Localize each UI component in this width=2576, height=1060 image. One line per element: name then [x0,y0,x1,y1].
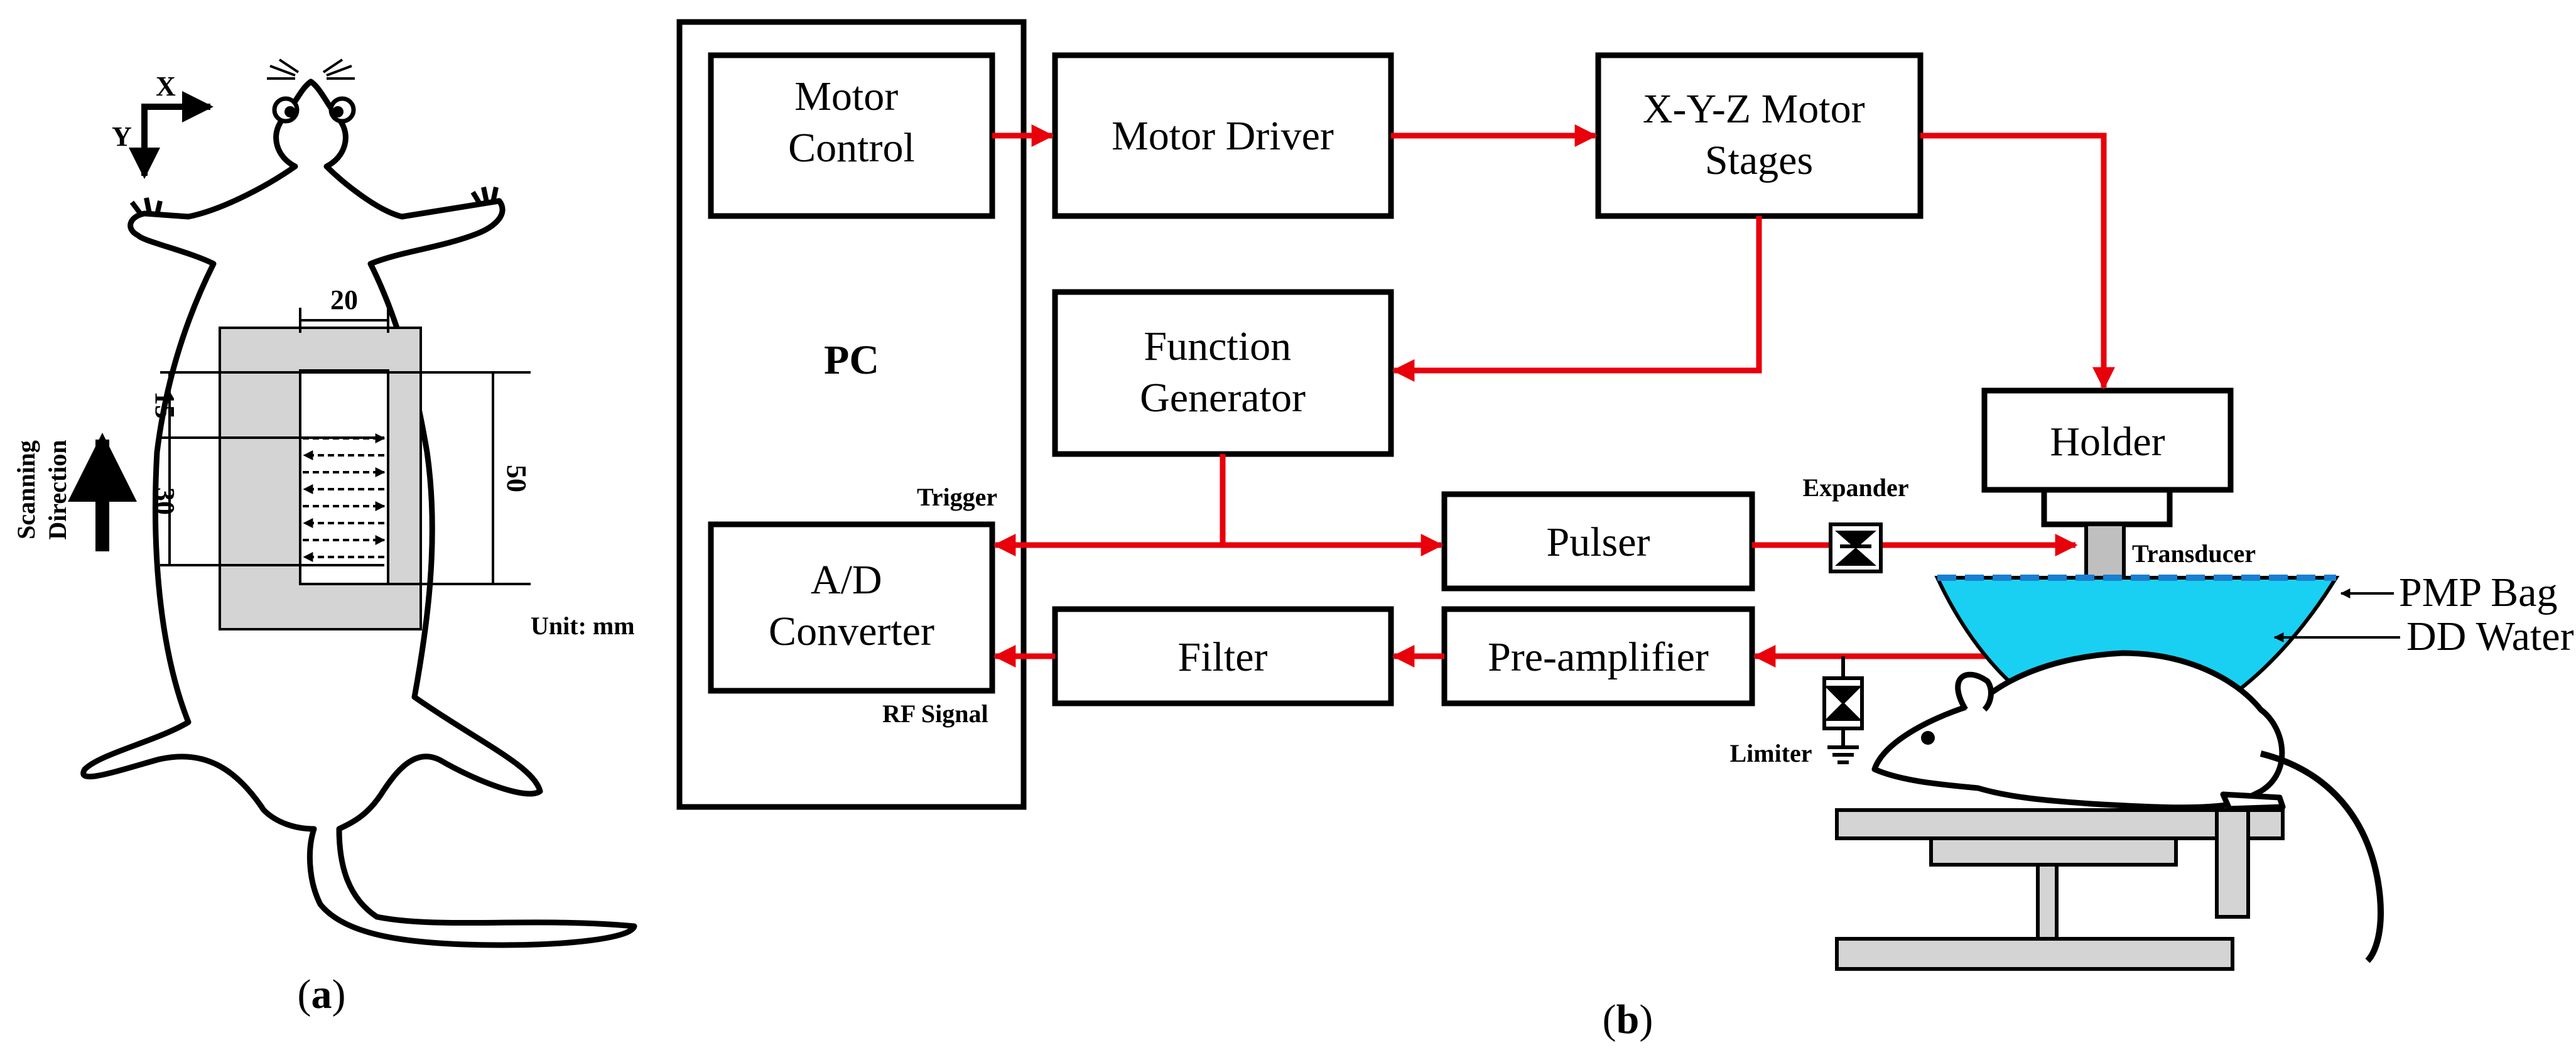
function-generator-label: Function Generator [1140,323,1306,421]
preamp-label: Pre-amplifier [1488,634,1709,680]
side-rat-tail [2259,750,2384,963]
xyz-stages-box [1595,52,1924,219]
total-dim-label: 50 [501,465,532,492]
horizontal-ref-lines [160,371,531,585]
rat-front-paw-left [129,197,163,217]
pc-label: PC [824,337,879,383]
pulser-box [1441,491,1755,592]
caption-b: (b) [1603,997,1653,1042]
direction-label: Direction [43,440,72,539]
caption-a: (a) [298,971,346,1017]
side-rat-eye [1921,731,1935,745]
trigger-label: Trigger [917,483,997,511]
side-rat-outline [1871,650,2285,811]
pmp-bag-label: PMP Bag [2399,570,2557,615]
function-generator-box [1052,289,1394,457]
filter-box [1052,606,1394,706]
animal-stage [1835,808,2285,971]
motor-driver-box [1052,52,1394,219]
expander-label: Expander [1803,473,1909,502]
side-rat-ear [1955,671,1994,712]
panel-a: X Y 20 15 30 50 Scanning Direction Unit:… [12,58,637,1017]
limiter-label: Limiter [1729,739,1812,767]
axis-y-label: Y [112,121,132,152]
top-dim-label: 15 [149,391,180,419]
ad-converter-label: A/D Converter [769,557,934,654]
width-dim-line [299,308,389,333]
motor-control-label: Motor Control [788,73,915,171]
panel-b: PC Motor Control A/D Converter Trigger R… [676,19,2574,1042]
rat-eye-right [332,106,344,117]
width-dim-label: 20 [330,284,358,315]
rat-eye-left [284,106,296,117]
preamp-box [1441,606,1755,706]
holder-box [1981,387,2234,493]
rf-signal-label: RF Signal [882,700,988,728]
scanning-label: Scanning [12,440,40,539]
rat-front-paw-right [470,187,499,207]
axis-x-label: X [156,71,176,102]
rat-whiskers [267,58,355,80]
xyz-stages-label: X-Y-Z Motor Stages [1643,86,1875,183]
filter-label: Filter [1178,634,1268,680]
pulser-label: Pulser [1547,519,1650,565]
limiter-diodes [1822,656,1864,764]
side-rat-paw [2220,791,2286,812]
motor-driver-label: Motor Driver [1112,113,1334,159]
holder-label: Holder [2050,419,2165,465]
holder-mount [2041,487,2173,527]
mid-dim-label: 30 [149,487,180,515]
transducer-label: Transducer [2132,539,2256,568]
unit-label: Unit: mm [531,612,635,640]
ad-converter-box [708,521,995,694]
expander-diodes [1829,522,1883,573]
dd-water-label: DD Water [2406,614,2574,659]
scan-area [299,369,389,585]
